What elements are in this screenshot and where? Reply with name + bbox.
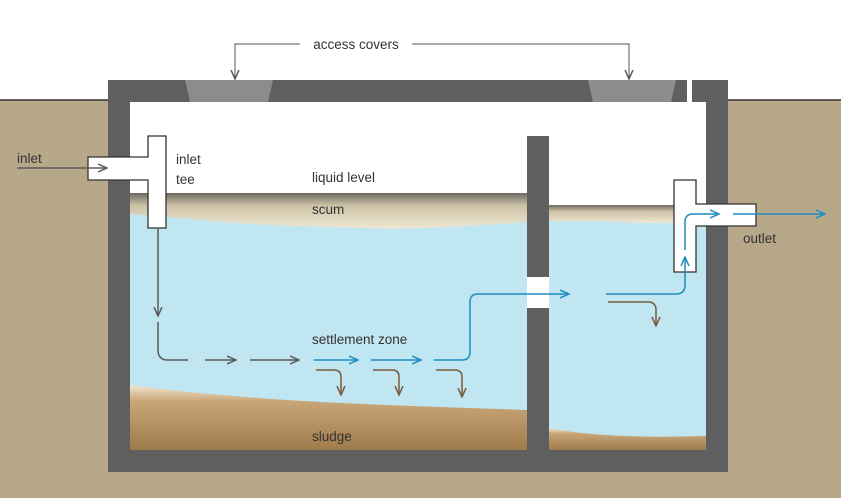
baffle-lower [527,308,549,450]
settle-arrow-1 [316,369,341,394]
sludge-layer-right [549,428,706,450]
access-covers-bracket-right [412,43,629,78]
baffle-upper [527,136,549,277]
flow-arrow-blue-4 [606,258,685,295]
settlement-zone-label: settlement zone [312,332,407,347]
vent-gap [687,80,692,102]
settle-arrow-3 [436,369,462,396]
outlet-tee [673,179,757,273]
sludge-layer [130,385,527,450]
sludge-label: sludge [312,429,352,444]
flow-arrow-blue-3 [434,294,568,361]
settle-arrow-4 [608,301,656,325]
inlet-label: inlet [17,151,42,166]
scum-label: scum [312,202,344,217]
scum-layer [130,193,527,229]
liquid-level-label: liquid level [312,170,375,185]
scum-layer-right [549,205,706,224]
inlet-tee-label-1: inlet [176,152,201,167]
flow-arrow-gray-1 [157,322,188,361]
access-cover-left [185,80,273,102]
inlet-tee-label-2: tee [176,172,195,187]
inlet-tee [87,135,167,229]
access-cover-right [588,80,676,102]
flow-arrow-blue-5 [684,214,718,250]
access-covers-bracket [235,43,300,78]
access-covers-label: access covers [313,37,399,52]
settle-arrow-2 [373,369,399,394]
outlet-label: outlet [743,231,776,246]
